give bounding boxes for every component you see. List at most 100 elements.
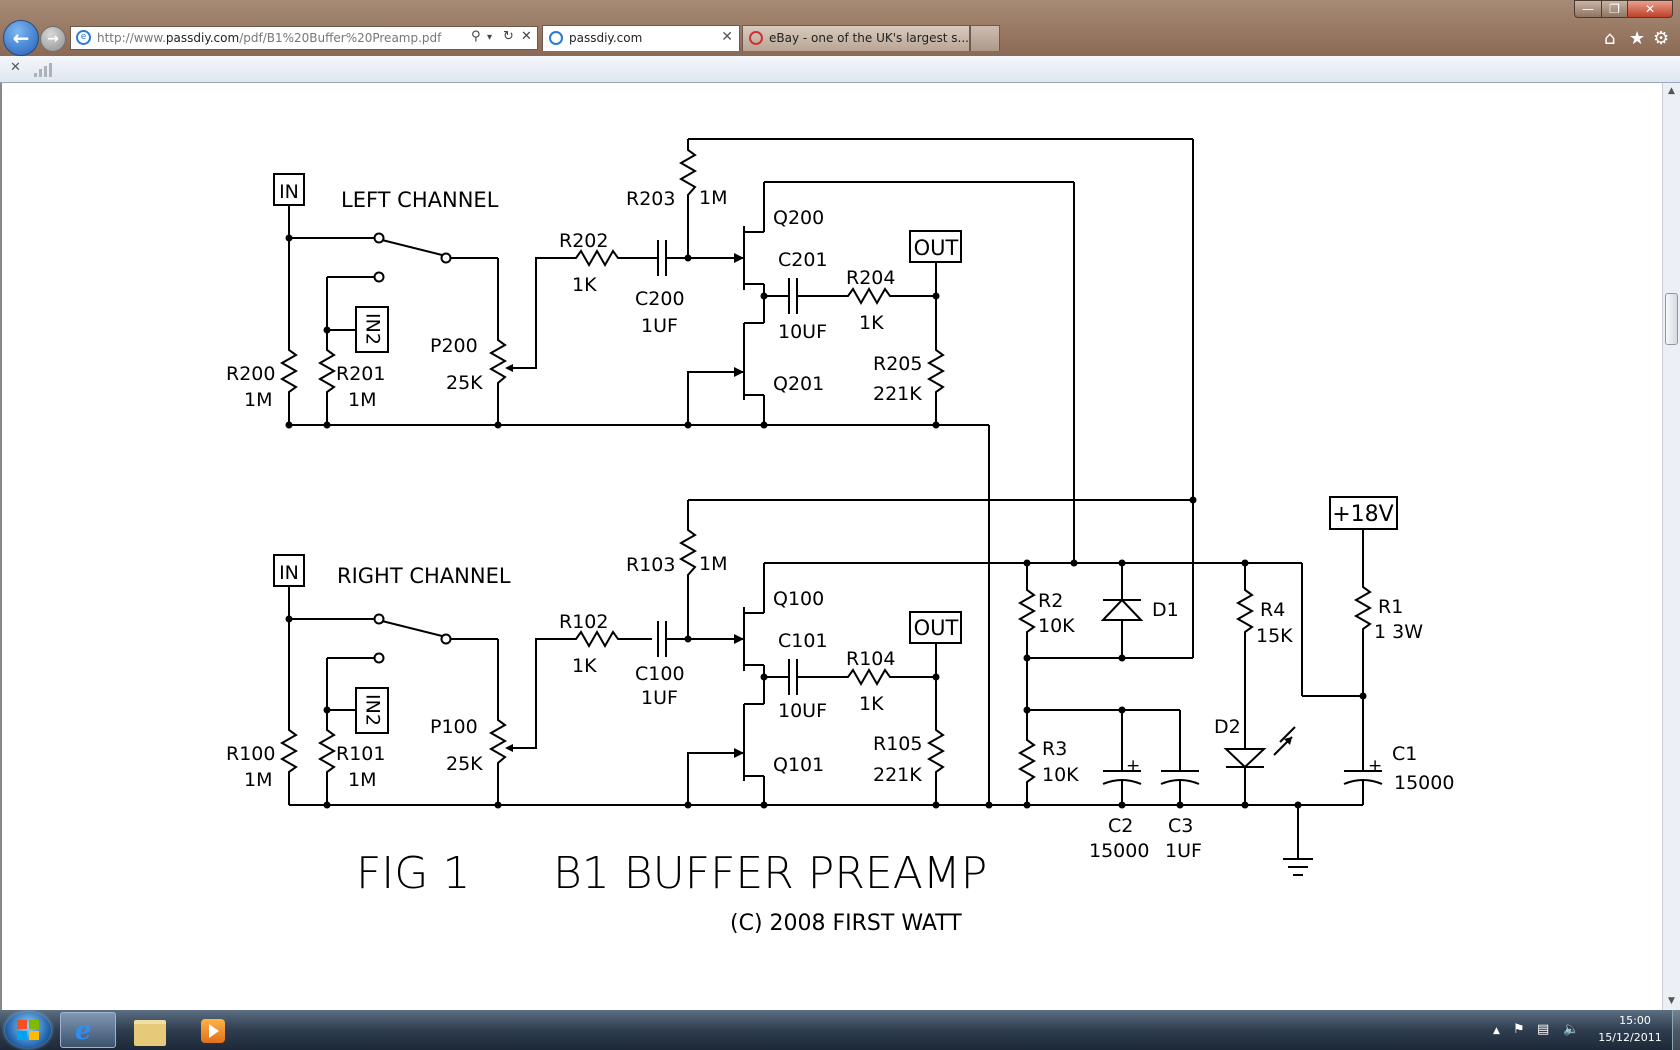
- q100-label: Q100: [773, 588, 824, 610]
- r205-value: 221K: [873, 383, 922, 405]
- r3-value: 10K: [1042, 764, 1079, 786]
- favorites-star-icon[interactable]: ★: [1629, 28, 1646, 49]
- clock-time[interactable]: 15:00: [1619, 1014, 1651, 1027]
- r100-label: R100: [226, 743, 275, 765]
- pdf-viewport[interactable]: IN LEFT CHANNEL IN2 R200 1M R201 1M P200…: [0, 83, 1662, 1010]
- r204-label: R204: [846, 267, 895, 289]
- p100-value: 25K: [446, 753, 483, 775]
- r201-value: 1M: [348, 389, 376, 411]
- address-url: http://www.passdiy.com/pdf/B1%20Buffer%2…: [97, 31, 442, 45]
- taskbar-windows-explorer[interactable]: [122, 1012, 178, 1048]
- r4-value: 15K: [1256, 625, 1293, 647]
- c100-label: C100: [635, 663, 685, 685]
- network-icon[interactable]: ▤: [1537, 1022, 1550, 1037]
- in2-label: IN2: [362, 313, 384, 345]
- c1-value: 15000: [1394, 772, 1454, 794]
- back-button[interactable]: ←: [3, 20, 39, 56]
- r204-value: 1K: [859, 312, 884, 334]
- r104-value: 1K: [859, 693, 884, 715]
- r104-label: R104: [846, 648, 895, 670]
- ie-page-icon: [549, 31, 563, 45]
- c1-label: C1: [1392, 743, 1417, 765]
- ebay-page-icon: [749, 31, 763, 45]
- c101-label: C101: [778, 630, 828, 652]
- action-center-flag-icon[interactable]: ⚑: [1513, 1022, 1525, 1037]
- tab-ebay[interactable]: eBay - one of the UK's largest s...: [742, 25, 970, 51]
- signal-bars-icon: [34, 63, 54, 77]
- in-label: IN: [279, 181, 299, 203]
- internet-explorer-icon: e: [75, 1016, 92, 1046]
- r202-label: R202: [559, 230, 608, 252]
- search-icon[interactable]: ⚲: [471, 29, 481, 44]
- r203-value: 1M: [699, 187, 727, 209]
- r201-label: R201: [336, 363, 385, 385]
- c200-value: 1UF: [641, 315, 678, 337]
- volume-icon[interactable]: 🔈: [1563, 1022, 1580, 1037]
- r101-value: 1M: [348, 769, 376, 791]
- r202-value: 1K: [572, 274, 597, 296]
- r205-label: R205: [873, 353, 922, 375]
- window-close-button[interactable]: ✕: [1627, 0, 1673, 18]
- left-channel: [273, 138, 1193, 430]
- r103-value: 1M: [699, 553, 727, 575]
- power-supply: [984, 139, 1398, 876]
- r200-label: R200: [226, 363, 275, 385]
- scroll-up-arrow-icon[interactable]: ▲: [1668, 86, 1675, 96]
- dropdown-arrow-icon[interactable]: ▾: [487, 32, 493, 43]
- c1-plus-mark: +: [1368, 756, 1382, 776]
- p200-label: P200: [430, 335, 478, 357]
- r2-label: R2: [1038, 590, 1063, 612]
- maximize-button[interactable]: ❐: [1601, 0, 1628, 18]
- clock-date[interactable]: 15/12/2011: [1598, 1031, 1662, 1044]
- out-label-left: OUT: [914, 236, 959, 260]
- c201-label: C201: [778, 249, 828, 271]
- taskbar-internet-explorer[interactable]: e: [60, 1012, 116, 1048]
- c2-value: 15000: [1089, 840, 1149, 862]
- taskbar-media-player[interactable]: [184, 1012, 240, 1048]
- forward-button[interactable]: →: [40, 26, 66, 52]
- vertical-scrollbar[interactable]: ▲ ▼: [1662, 83, 1680, 1010]
- c3-label: C3: [1168, 815, 1193, 837]
- new-tab-button[interactable]: [970, 25, 1000, 51]
- c2-label: C2: [1108, 815, 1133, 837]
- p100-label: P100: [430, 716, 478, 738]
- stop-icon[interactable]: ✕: [521, 29, 532, 44]
- out-box-right: [909, 611, 962, 644]
- r102-label: R102: [559, 611, 608, 633]
- in2-box-right: [355, 687, 389, 734]
- start-button[interactable]: [5, 1012, 51, 1048]
- r3-label: R3: [1042, 738, 1067, 760]
- refresh-icon[interactable]: ↻: [503, 29, 514, 44]
- r4-label: R4: [1260, 599, 1285, 621]
- address-bar[interactable]: e http://www.passdiy.com/pdf/B1%20Buffer…: [70, 26, 538, 50]
- windows-logo-icon: [17, 1020, 39, 1040]
- c2-plus-mark: +: [1126, 756, 1140, 776]
- browser-title-bar: ← → e http://www.passdiy.com/pdf/B1%20Bu…: [0, 0, 1680, 56]
- r100-value: 1M: [244, 769, 272, 791]
- minimize-button[interactable]: —: [1574, 0, 1602, 18]
- q101-label: Q101: [773, 754, 824, 776]
- show-hidden-icons-arrow-icon[interactable]: ▲: [1493, 1026, 1500, 1036]
- taskbar: e ▲ ⚑ ▤ 🔈 15:00 15/12/2011: [0, 1010, 1680, 1050]
- fig-label: FIG 1: [356, 848, 470, 899]
- tab-passdiy[interactable]: passdiy.com ✕: [542, 25, 740, 51]
- r105-label: R105: [873, 733, 922, 755]
- q200-label: Q200: [773, 207, 824, 229]
- tab-label: eBay - one of the UK's largest s...: [769, 31, 969, 45]
- in-label: IN: [279, 562, 299, 584]
- copyright-text: (C) 2008 FIRST WATT: [730, 911, 962, 936]
- tab-close-icon[interactable]: ✕: [721, 29, 733, 45]
- tools-gear-icon[interactable]: ⚙: [1653, 28, 1670, 49]
- p200-value: 25K: [446, 372, 483, 394]
- close-bar-icon[interactable]: ✕: [10, 60, 21, 75]
- left-channel-title: LEFT CHANNEL: [341, 188, 499, 212]
- home-icon[interactable]: ⌂: [1604, 28, 1616, 49]
- command-bar: [0, 56, 1680, 83]
- scroll-thumb[interactable]: [1665, 293, 1678, 345]
- scroll-down-arrow-icon[interactable]: ▼: [1668, 996, 1675, 1006]
- folder-icon: [134, 1020, 166, 1046]
- plus-18v-label: +18V: [1332, 502, 1393, 527]
- r101-label: R101: [336, 743, 385, 765]
- show-desktop-button[interactable]: [1672, 1010, 1680, 1050]
- right-channel-title: RIGHT CHANNEL: [337, 564, 511, 588]
